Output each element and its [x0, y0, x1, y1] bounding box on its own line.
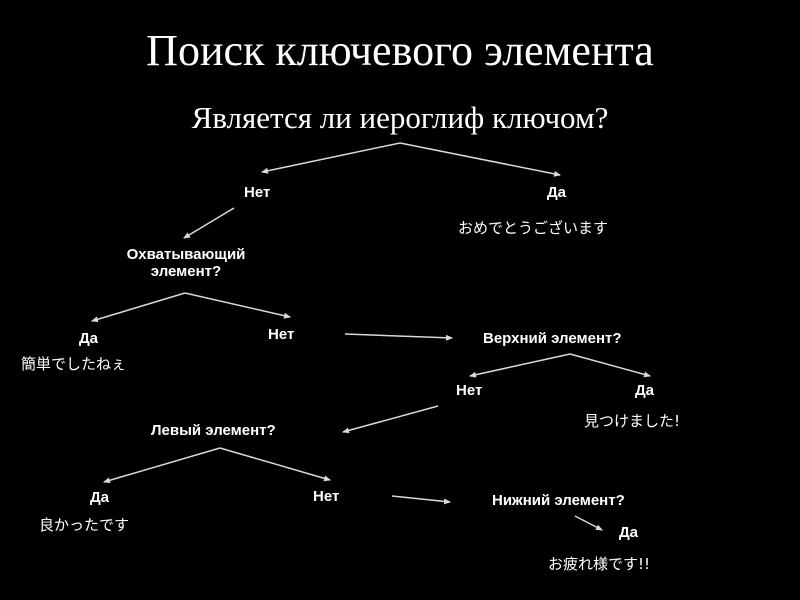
left-yes-result: 良かったです [39, 516, 130, 534]
arrow-bottom-to-yes [574, 515, 603, 531]
enclosing-element-question: Охватывающий элемент? [112, 246, 260, 281]
root-no-label: Нет [244, 184, 271, 201]
root-yes-label: Да [547, 184, 567, 201]
arrow-top-to-yes [569, 353, 651, 378]
page-title: Поиск ключевого элемента [146, 26, 654, 75]
bottom-yes-result: お疲れ様です!! [548, 555, 651, 573]
arrow-enclosing-to-no [184, 292, 291, 319]
left-element-question: Левый элемент? [151, 422, 276, 439]
left-yes-label: Да [90, 489, 110, 506]
enclosing-yes-result: 簡単でしたねぇ [21, 355, 127, 373]
arrow-question-to-no [261, 142, 401, 174]
bottom-element-question: Нижний элемент? [492, 492, 625, 509]
enclosing-line-1: Охватывающий [126, 246, 246, 263]
enclosing-line-2: элемент? [150, 263, 222, 281]
top-no-label: Нет [456, 382, 483, 399]
bottom-yes-label: Да [619, 524, 639, 541]
arrow-top-no-to-left [342, 405, 439, 434]
enclosing-no-label: Нет [268, 326, 295, 343]
arrow-left-no-to-bottom [391, 495, 451, 505]
enclosing-yes-label: Да [79, 330, 99, 347]
arrow-top-to-no [469, 353, 571, 378]
arrow-no-to-enclosing [183, 207, 235, 239]
top-yes-label: Да [635, 382, 655, 399]
arrow-question-to-yes [399, 142, 561, 177]
arrow-left-to-yes [103, 447, 221, 484]
root-yes-result: おめでとうございます [458, 219, 609, 237]
top-element-question: Верхний элемент? [483, 330, 622, 347]
arrow-enc-no-to-top [344, 333, 453, 341]
arrow-left-to-no [219, 447, 331, 482]
root-question: Является ли иероглиф ключом? [191, 100, 609, 135]
top-yes-result: 見つけました! [584, 412, 681, 430]
arrow-enclosing-to-yes [91, 292, 186, 323]
left-no-label: Нет [313, 488, 340, 505]
